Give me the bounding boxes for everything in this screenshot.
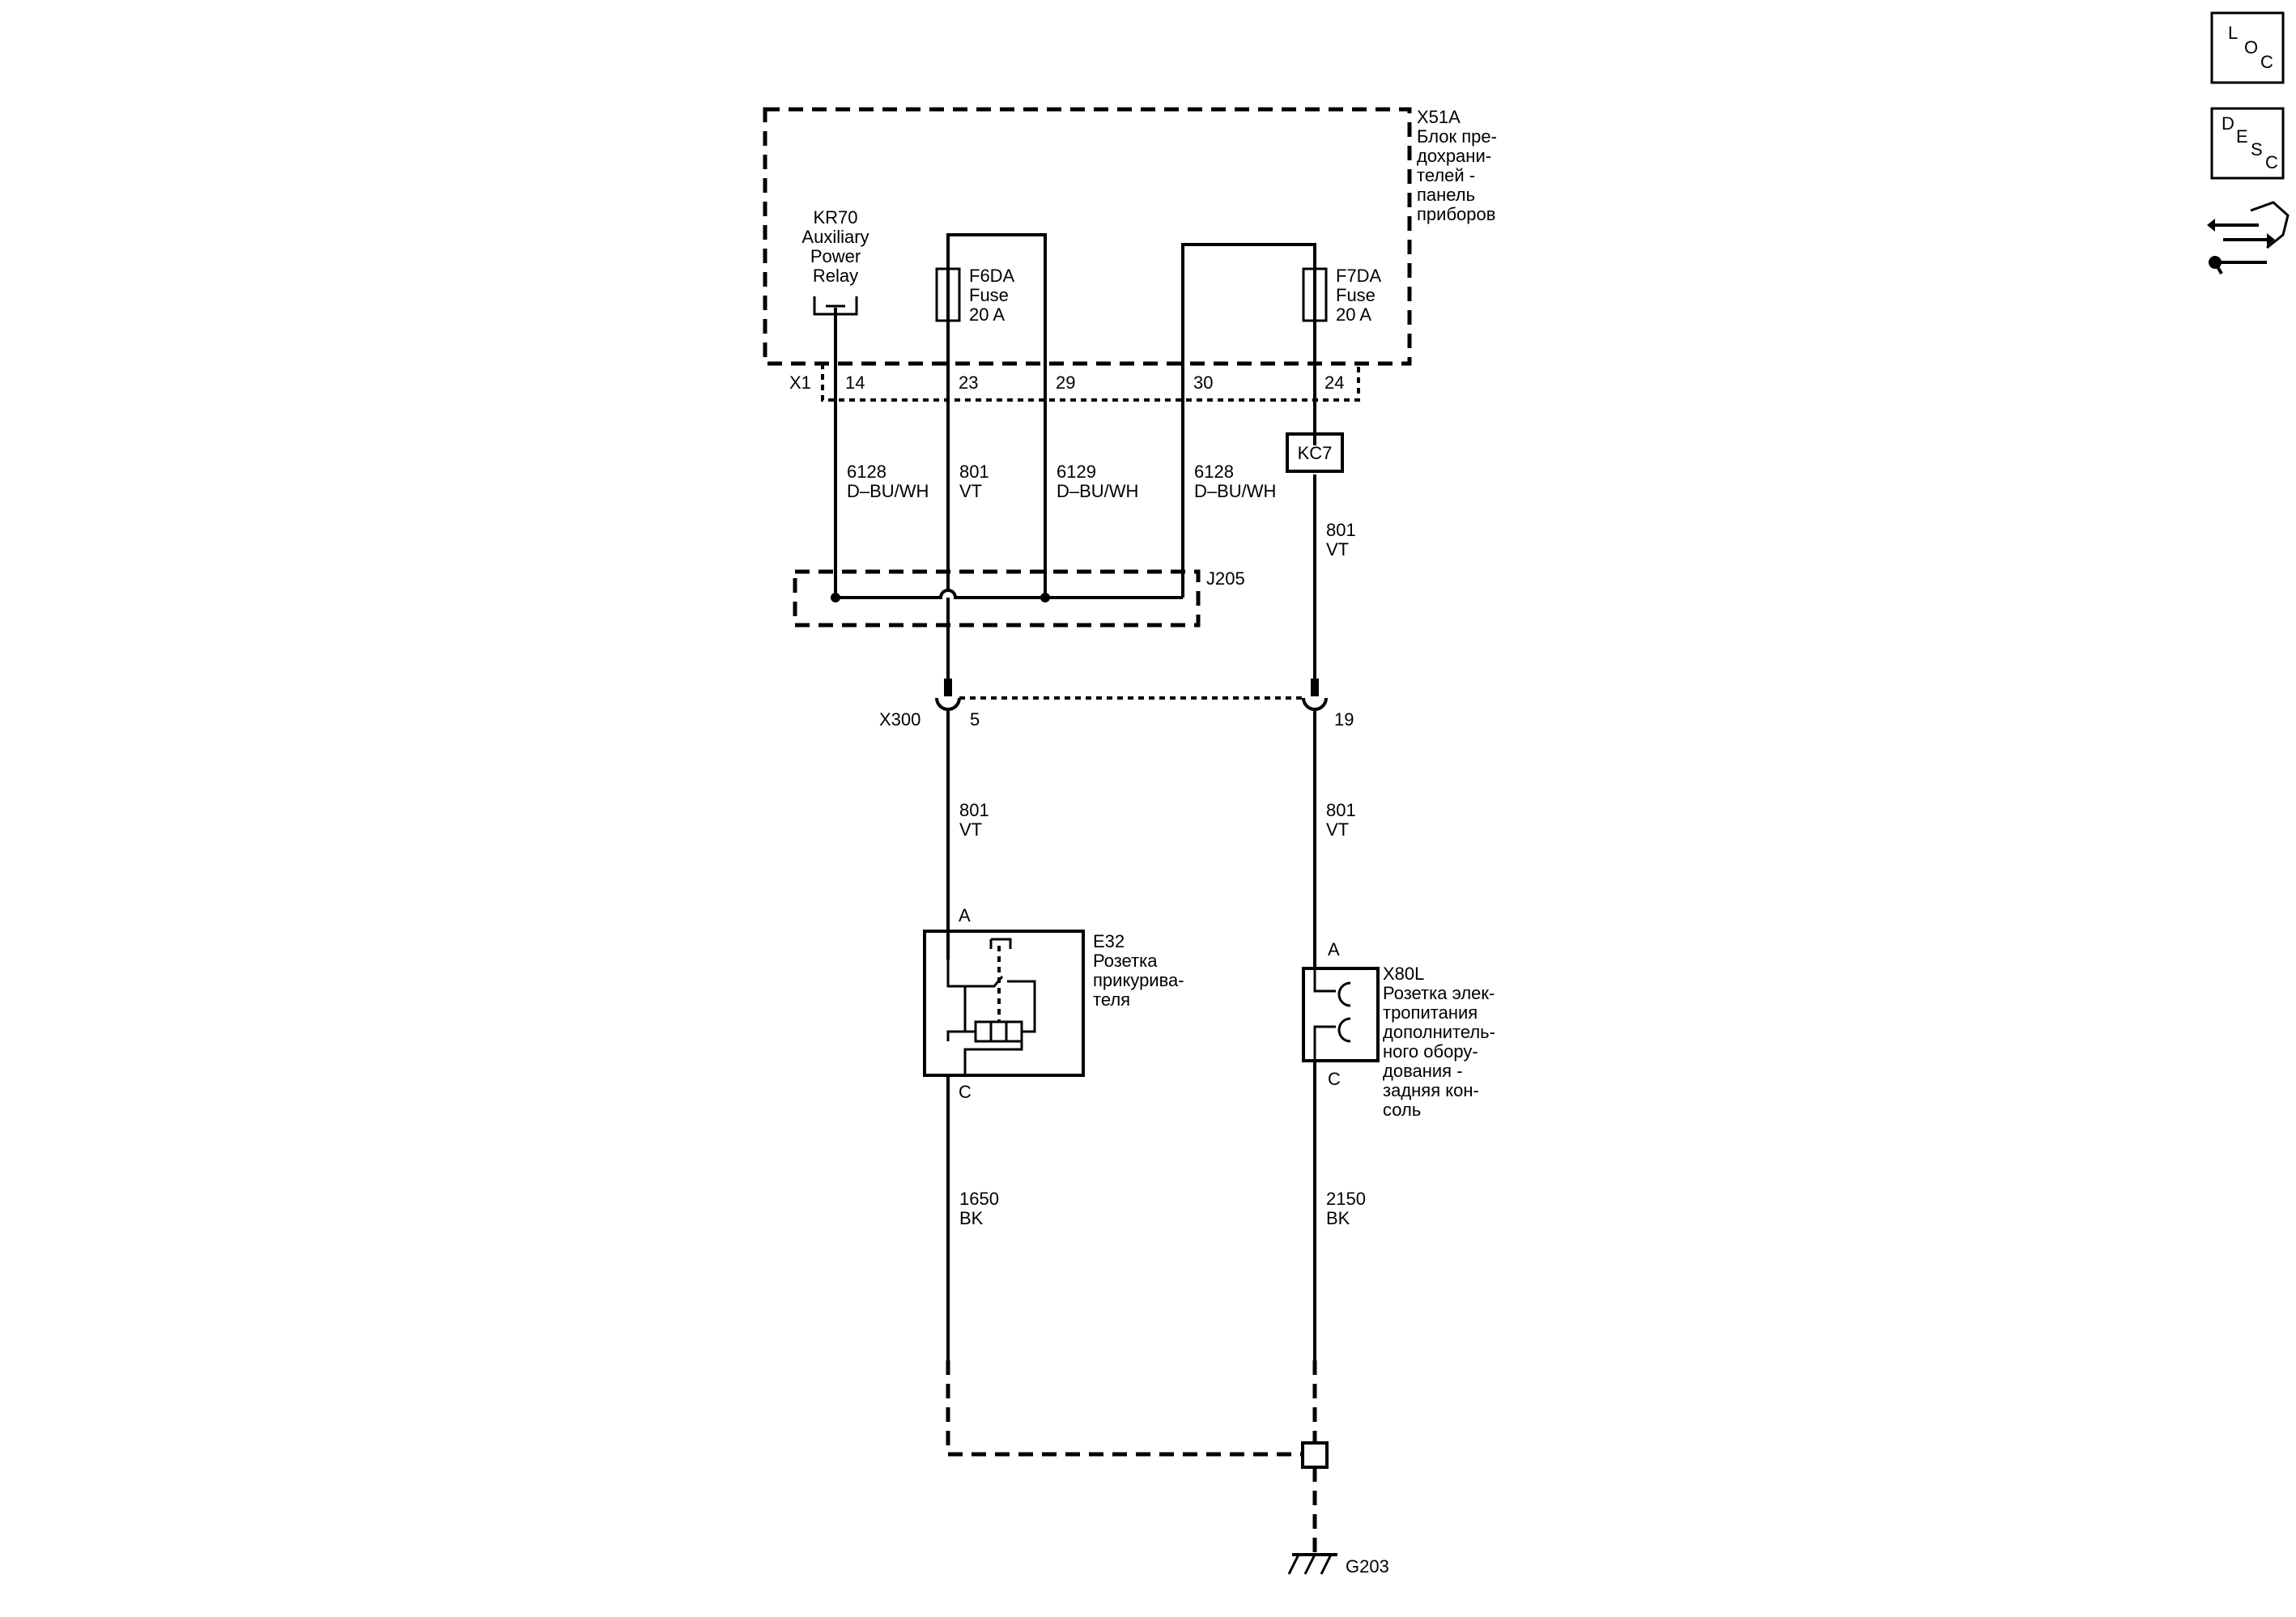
- connector-x1-label: X1: [789, 372, 811, 393]
- splice-dot-2: [1040, 593, 1050, 602]
- inline-connector-pin-19: 19: [1334, 709, 1354, 730]
- splice-pack-j205: J205: [793, 568, 1245, 628]
- e32-id: E32: [1093, 931, 1125, 951]
- ground-label: G203: [1346, 1556, 1389, 1577]
- pin-30-label: 30: [1193, 372, 1213, 393]
- x80l-desc-5: дования -: [1383, 1061, 1463, 1081]
- fuse-block-id: X51A: [1417, 107, 1461, 127]
- relay-label-4: Relay: [813, 266, 858, 286]
- pin-14-label: 14: [845, 372, 865, 393]
- fuse-f6da-label-3: 20 A: [969, 304, 1005, 325]
- wire-6128-b: [1181, 243, 1316, 598]
- wire-labels: 6128 D–BU/WH 801 VT 6129 D–BU/WH 6128 D–…: [847, 462, 1366, 1228]
- nav-loc-button[interactable]: L O C: [2210, 11, 2285, 84]
- power-outlet-x80l: A C X80L Розетка элек- тропитания дополн…: [1302, 939, 1495, 1120]
- e32-pin-a: A: [959, 905, 971, 926]
- nav-desc-letter-4: C: [2265, 152, 2278, 172]
- nav-loc-letter-1: L: [2228, 23, 2238, 43]
- wire-6129-circuit: 6129: [1057, 462, 1096, 482]
- wire-6129-color: D–BU/WH: [1057, 481, 1138, 501]
- fuse-f6da: F6DA Fuse 20 A: [935, 266, 1015, 325]
- fuse-block-desc-4: панель: [1417, 185, 1475, 205]
- x80l-desc-7: соль: [1383, 1100, 1421, 1120]
- x80l-desc-2: тропитания: [1383, 1002, 1478, 1023]
- bus-j205: [835, 589, 1183, 599]
- wire-1650-circuit: 1650: [959, 1189, 999, 1209]
- inline-connector-id: X300: [879, 709, 921, 730]
- wire-801-a: [946, 233, 1047, 598]
- relay-label-3: Power: [810, 246, 861, 266]
- x80l-pin-c: C: [1328, 1069, 1341, 1089]
- pin-29-label: 29: [1056, 372, 1075, 393]
- e32-desc-1: Розетка: [1093, 951, 1158, 971]
- nav-loc-letter-3: C: [2260, 52, 2273, 72]
- fuse-f7da-label-1: F7DA: [1336, 266, 1382, 286]
- wire-801-a-circuit: 801: [959, 462, 989, 482]
- nav-desc-letter-3: S: [2251, 139, 2263, 160]
- wire-6128-b-color: D–BU/WH: [1194, 481, 1276, 501]
- wire-2150-circuit: 2150: [1326, 1189, 1366, 1209]
- wire-801-b-color: VT: [1326, 539, 1349, 560]
- fuse-block-desc-1: Блок пре-: [1417, 126, 1497, 147]
- ground-g203: G203: [1287, 1441, 1389, 1577]
- fuse-f6da-label-2: Fuse: [969, 285, 1009, 305]
- fuse-block-desc-3: телей -: [1417, 165, 1475, 185]
- e32-desc-2: прикурива-: [1093, 970, 1184, 990]
- relay-kr70: KR70 Auxiliary Power Relay: [801, 207, 870, 316]
- wire-801-b-circuit: 801: [1326, 520, 1356, 540]
- wire-801-a-color: VT: [959, 481, 982, 501]
- relay-label-1: KR70: [813, 207, 857, 228]
- cigarette-lighter-e32: A C E32 Розетка прикурива- теля: [923, 905, 1184, 1102]
- pin-24-label: 24: [1324, 372, 1344, 393]
- x80l-id: X80L: [1383, 964, 1424, 984]
- x80l-pin-a: A: [1328, 939, 1340, 960]
- wire-6128-b-circuit: 6128: [1194, 462, 1234, 482]
- wire-801-c-circuit: 801: [959, 800, 989, 820]
- connector-kc7: KC7: [1286, 432, 1344, 473]
- pin-23-label: 23: [959, 372, 978, 393]
- nav-desc-button[interactable]: D E S C: [2210, 107, 2285, 180]
- fuse-f7da-label-2: Fuse: [1336, 285, 1375, 305]
- inline-connector-x300: X300 5 19: [879, 679, 1354, 730]
- connector-kc7-label: KC7: [1298, 443, 1333, 463]
- nav-desc-letter-1: D: [2222, 113, 2234, 134]
- splice-dot-1: [831, 593, 840, 602]
- x80l-desc-6: задняя кон-: [1383, 1080, 1479, 1100]
- ground-dashed-left: [946, 1360, 1303, 1457]
- wire-2150-color: BK: [1326, 1208, 1350, 1228]
- x80l-desc-1: Розетка элек-: [1383, 983, 1495, 1003]
- nav-loc-letter-2: O: [2244, 37, 2258, 57]
- fuse-f7da-label-3: 20 A: [1336, 304, 1371, 325]
- fuse-block-desc-2: дохрани-: [1417, 146, 1491, 166]
- e32-desc-3: теля: [1093, 989, 1130, 1010]
- nav-desc-letter-2: E: [2236, 126, 2248, 147]
- x80l-desc-3: дополнитель-: [1383, 1022, 1495, 1042]
- wires: [834, 233, 1317, 1555]
- wire-6128-a-color: D–BU/WH: [847, 481, 929, 501]
- relay-label-2: Auxiliary: [801, 227, 869, 247]
- wire-6128-a-circuit: 6128: [847, 462, 887, 482]
- inline-connector-pin-5: 5: [970, 709, 980, 730]
- splice-pack-label: J205: [1206, 568, 1245, 589]
- x80l-desc-4: ного обору-: [1383, 1041, 1478, 1062]
- wire-801-d-circuit: 801: [1326, 800, 1356, 820]
- fuse-f6da-label-1: F6DA: [969, 266, 1015, 286]
- wire-1650-color: BK: [959, 1208, 984, 1228]
- wire-801-c-color: VT: [959, 819, 982, 840]
- fuse-block-x51a: X51A Блок пре- дохрани- телей - панель п…: [763, 107, 1497, 402]
- fuse-block-desc-5: приборов: [1417, 204, 1495, 224]
- e32-pin-c: C: [959, 1082, 972, 1102]
- wire-801-d-color: VT: [1326, 819, 1349, 840]
- connector-service-icon[interactable]: [2207, 201, 2290, 274]
